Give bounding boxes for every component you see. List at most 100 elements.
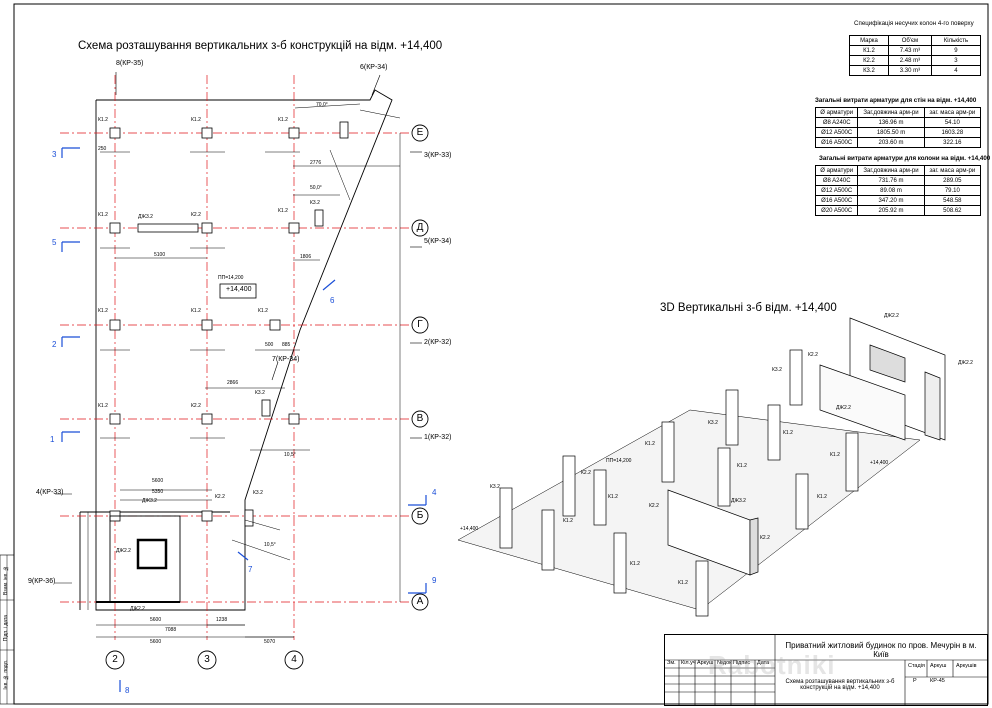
cell: Ø16 A500C [814, 137, 859, 148]
stamp-h-izm: Зм. [667, 660, 676, 666]
dim-885: 885 [282, 342, 291, 348]
col-h-1: Заг.довжина арм-ри [857, 165, 925, 176]
dim-1806: 1806 [300, 254, 312, 260]
ref-7: 7(КР-34) [272, 356, 300, 363]
spec-h-0: Марка [849, 35, 889, 46]
stamp-h-date: Дата [757, 660, 770, 666]
label-3d-dzh2b: ДЖ2.2 [958, 360, 973, 366]
view3d-drawing [457, 317, 946, 617]
table-row: Ø20 A500C 205.92 m 508.62 [814, 205, 982, 216]
ref-3: 3(КР-33) [424, 152, 452, 159]
label-3d-k32: К3.2 [772, 367, 782, 373]
table-row: Ø12 A500C 89.08 m 79.10 [814, 185, 982, 196]
label-3d-k32b: К3.2 [708, 420, 718, 426]
plan-label-k1e: К1.2 [278, 208, 288, 214]
wall-rebar-caption: Загальні витрати арматури для стін на ві… [815, 97, 977, 104]
ref-1: 1(КР-32) [424, 434, 452, 441]
plan-title: Схема розташування вертикальних з-б конс… [78, 40, 443, 52]
axis-A: А [416, 596, 424, 607]
cell: 2.48 m³ [887, 55, 932, 66]
label-3d-dzh2c: ДЖ2.2 [836, 405, 851, 411]
wall-h-2: заг. маса арм-ри [923, 107, 982, 118]
plan-label-k3b: К3.2 [255, 390, 265, 396]
plan-label-k1: К1.2 [98, 117, 108, 123]
stamp-h-ark: Аркуш [697, 660, 714, 666]
table-row: Ø16 A500C 203.60 m 322.16 [814, 137, 982, 148]
ref-9: 9(КР-36) [28, 578, 56, 585]
angle-105b: 10,5° [264, 542, 276, 548]
wall-header-row: Ø арматури Заг.довжина арм-ри заг. маса … [814, 107, 982, 118]
col-header-row: Ø арматури Заг.довжина арм-ри заг. маса … [814, 165, 982, 176]
axis-B: Б [416, 510, 424, 521]
spec-h-2: Кількість [930, 35, 982, 46]
level-note: ПП=14,200 [218, 275, 244, 281]
cell: 1603.28 [923, 127, 982, 138]
label-3d-k12i: К1.2 [678, 580, 688, 586]
cell: 79.10 [923, 185, 982, 196]
dim-2866: 2866 [227, 380, 239, 386]
cell: Ø8 A240C [814, 175, 859, 186]
cell: Ø12 A500C [814, 127, 859, 138]
section-6: 6 [330, 296, 335, 305]
stamp-h-sign: Підпис [733, 660, 751, 666]
column-rebar-caption: Загальні витрати арматури для колони на … [819, 155, 991, 162]
ref-8: 8(КР-35) [116, 60, 144, 67]
stamp-h-doc: №док [717, 660, 732, 666]
table-row: К1.2 7.43 m³ 9 [849, 45, 982, 56]
stamp-sheet-h: Аркуш [930, 663, 947, 669]
axis-2: 2 [112, 654, 118, 665]
wall-rebar-table: Ø арматури Заг.довжина арм-ри заг. маса … [814, 107, 982, 148]
dim-5070: 5070 [264, 639, 276, 645]
section-8: 8 [125, 686, 130, 695]
table-row: Ø8 A240C 136.96 m 54.10 [814, 117, 982, 128]
angle-50: 50,0° [310, 185, 322, 191]
wall-h-1: Заг.довжина арм-ри [857, 107, 925, 118]
ref-2: 2(КР-32) [424, 339, 452, 346]
plan-label-k2: К2.2 [191, 212, 201, 218]
label-3d-k12f: К1.2 [817, 494, 827, 500]
plan-label-k1d: К1.2 [98, 212, 108, 218]
angle-105: 10,5° [284, 452, 296, 458]
cell: 731.76 m [857, 175, 925, 186]
table-row: Ø8 A240C 731.76 m 289.05 [814, 175, 982, 186]
cell: 203.60 m [857, 137, 925, 148]
cell: 322.16 [923, 137, 982, 148]
stamp-sheet: КР-45 [930, 678, 945, 684]
table-row: К3.2 3.30 m³ 4 [849, 65, 982, 76]
dim-2776: 2776 [310, 160, 322, 166]
label-3d-k32c: К3.2 [490, 484, 500, 490]
axis-4: 4 [291, 654, 297, 665]
core-walls [96, 515, 181, 603]
stamp-stage-h: Стадія [908, 663, 925, 669]
spec-table: Марка Об'єм Кількість К1.2 7.43 m³ 9 К2.… [849, 35, 982, 76]
floor-plan [60, 75, 410, 640]
label-3d-k22: К2.2 [808, 352, 818, 358]
watermark: Rabotniki [708, 650, 836, 680]
label-3d-k22d: К2.2 [760, 535, 770, 541]
stamp-sheets-h: Аркушів [956, 663, 977, 669]
title-block-grid [665, 635, 987, 705]
cell: 3 [930, 55, 982, 66]
cell: 89.08 m [857, 185, 925, 196]
label-3d-k12h: К1.2 [630, 561, 640, 567]
cell: 4 [930, 65, 982, 76]
cell: 3.30 m³ [887, 65, 932, 76]
dim-5350: 5350 [152, 489, 164, 495]
label-3d-level: +14,400 [460, 526, 479, 532]
wall-3d [667, 489, 759, 576]
axis-D: Д [416, 222, 424, 233]
dim-5600c: 5600 [150, 639, 162, 645]
stamp-stage: Р [913, 678, 917, 684]
stamp-h-kil: Кіл.уч [681, 660, 696, 666]
cell: 347.20 m [857, 195, 925, 206]
axis-E: Е [416, 127, 424, 138]
col-h-0: Ø арматури [814, 165, 859, 176]
cell: 548.58 [923, 195, 982, 206]
plan-label-k1h: К1.2 [258, 308, 268, 314]
plan-label-k2b: К2.2 [191, 403, 201, 409]
plan-label-dzh3: ДЖ3.2 [138, 214, 153, 220]
spec-caption: Специфікація несучих колон 4-го поверху [854, 20, 974, 27]
label-3d-k22b: К2.2 [581, 470, 591, 476]
